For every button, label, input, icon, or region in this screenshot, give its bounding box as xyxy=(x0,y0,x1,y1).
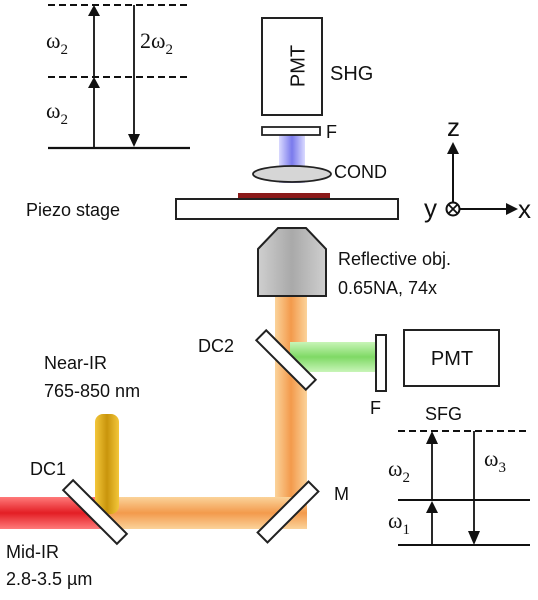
filter-shg xyxy=(261,126,321,136)
omega2-upper-label: ω2 xyxy=(46,28,68,58)
x-axis-label: x xyxy=(518,194,531,224)
mirror-label: M xyxy=(334,484,349,504)
near-ir-label-1: Near-IR xyxy=(44,353,107,373)
shg-energy-diagram: ω2 ω2 2ω2 xyxy=(46,4,190,150)
z-axis-arrowhead xyxy=(447,142,459,154)
combined-beam-vertical xyxy=(275,295,307,515)
x-axis-arrowhead xyxy=(506,203,518,215)
pmt-sfg-box xyxy=(403,329,500,387)
dc1-label: DC1 xyxy=(30,459,66,479)
shg-detection: PMT SHG F COND xyxy=(252,17,387,183)
y-axis-label: y xyxy=(424,193,437,223)
dc2-label: DC2 xyxy=(198,336,234,356)
sfg-detection: DC2 F PMT xyxy=(198,328,500,418)
y-axis-cross-b xyxy=(448,204,458,214)
pmt-shg-label: PMT xyxy=(287,45,309,87)
shg-label: SHG xyxy=(330,63,373,85)
sfg-w1-label: ω1 xyxy=(388,508,410,538)
shg-emission-arrowhead xyxy=(128,134,140,147)
omega2-lower-label: ω2 xyxy=(46,98,68,128)
beams xyxy=(0,295,382,529)
mid-ir-label-1: Mid-IR xyxy=(6,542,59,562)
objective-group: Reflective obj. 0.65NA, 74x xyxy=(257,227,451,298)
sfg-w2-arrowhead xyxy=(426,431,438,444)
upper-excitation-arrowhead xyxy=(88,5,100,16)
filter-sfg-label: F xyxy=(370,398,381,418)
sfg-w3-arrowhead xyxy=(468,531,480,545)
sfg-label: SFG xyxy=(425,404,462,424)
condenser-lens xyxy=(252,165,332,183)
z-axis-label: z xyxy=(447,112,460,142)
piezo-stage-label: Piezo stage xyxy=(26,200,120,220)
condenser-label: COND xyxy=(334,162,387,182)
sfg-w3-label: ω3 xyxy=(484,446,506,476)
input-optics: DC1 M Near-IR 765-850 nm Mid-IR 2.8-3.5 … xyxy=(6,353,349,589)
dichroic-dc2 xyxy=(254,328,318,392)
reflective-objective xyxy=(257,227,327,297)
dichroic-dc1 xyxy=(61,478,129,546)
objective-label-1: Reflective obj. xyxy=(338,249,451,269)
mid-ir-label-2: 2.8-3.5 µm xyxy=(6,569,92,589)
piezo-stage xyxy=(175,198,399,220)
two-omega2-label: 2ω2 xyxy=(140,28,173,58)
pmt-sfg-label: PMT xyxy=(431,348,473,370)
sfg-energy-diagram: SFG ω2 ω1 ω3 xyxy=(388,404,530,546)
near-ir-beam xyxy=(95,414,119,514)
sample xyxy=(238,193,330,200)
sfg-w2-label: ω2 xyxy=(388,456,410,486)
near-ir-label-2: 765-850 nm xyxy=(44,381,140,401)
mirror-m xyxy=(256,480,320,544)
pmt-shg-box xyxy=(261,17,323,116)
filter-shg-label: F xyxy=(326,122,337,142)
lower-excitation-arrowhead xyxy=(88,77,100,88)
piezo-stage-group: Piezo stage xyxy=(26,193,399,220)
filter-sfg xyxy=(375,334,387,392)
sfg-w1-arrowhead xyxy=(426,501,438,513)
objective-label-2: 0.65NA, 74x xyxy=(338,278,437,298)
coordinate-axes: z y x xyxy=(424,112,531,224)
sfg-beam xyxy=(290,342,382,372)
